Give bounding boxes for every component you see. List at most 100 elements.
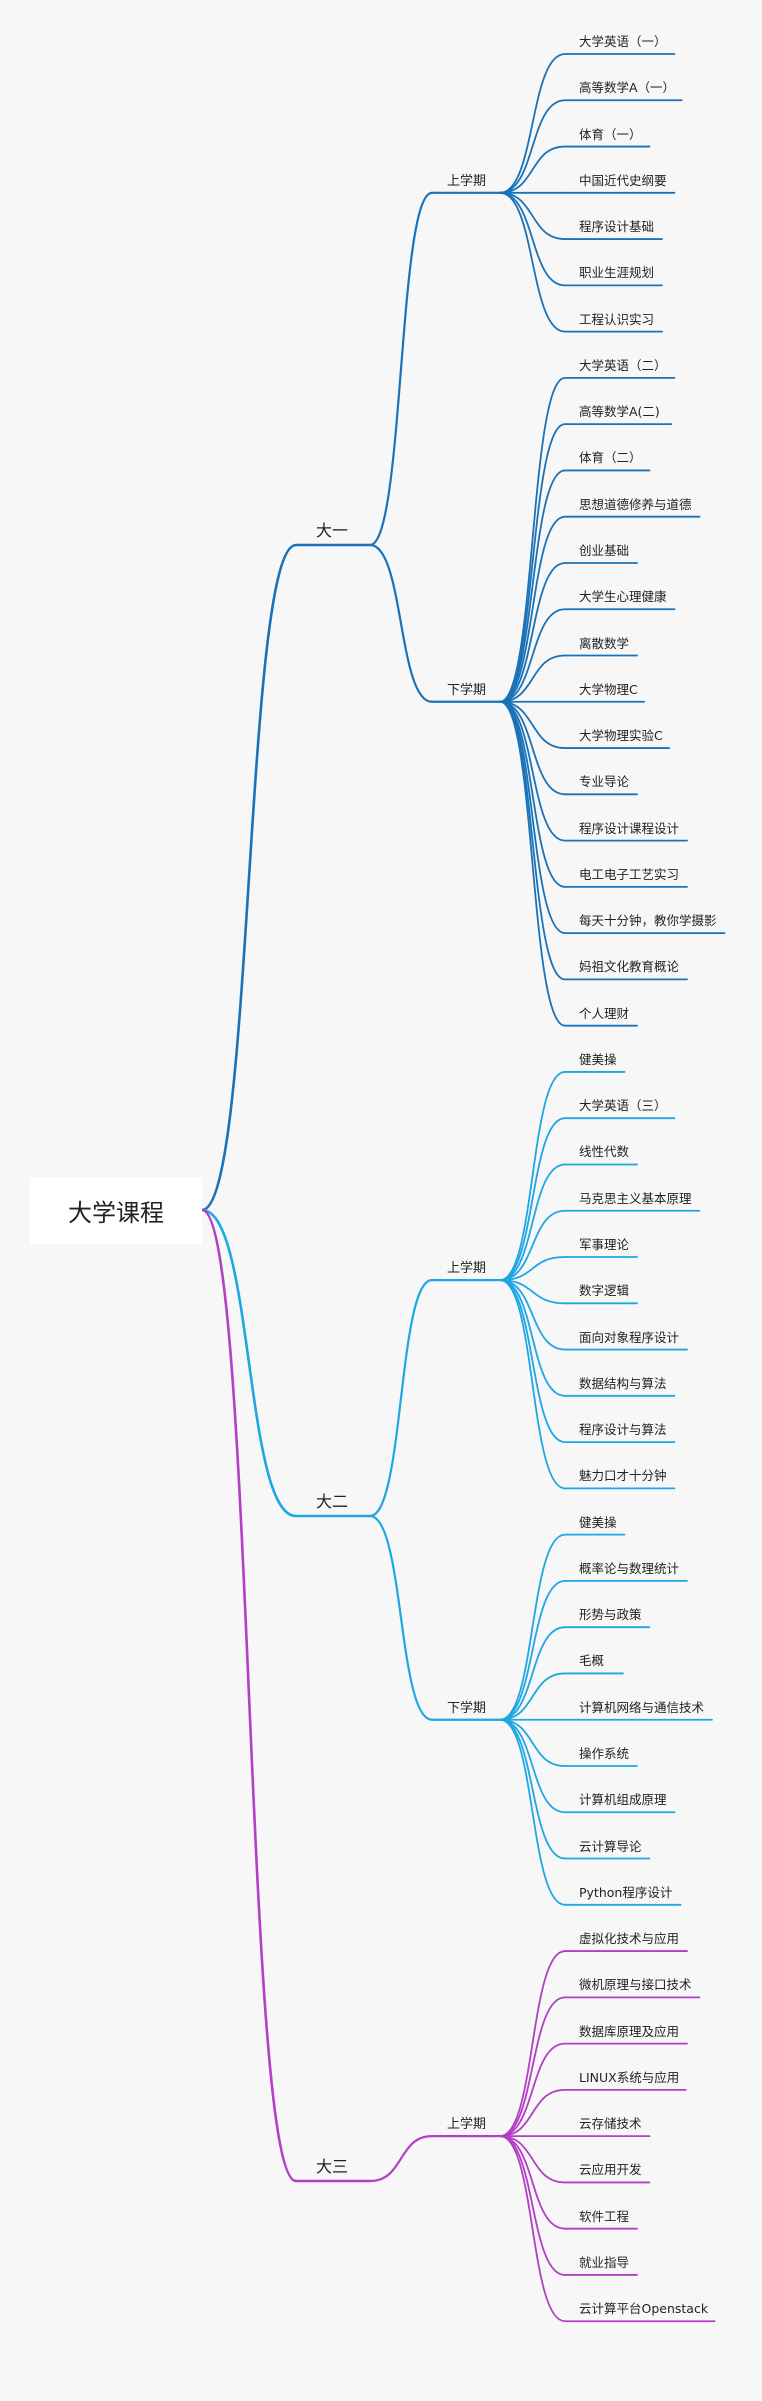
course-node[interactable]: 云计算平台Openstack (579, 2301, 709, 2317)
course-node[interactable]: 思想道德修养与道德 (579, 496, 692, 512)
course-node[interactable]: 计算机组成原理 (579, 1792, 667, 1808)
term-to-course-connector (499, 53, 566, 194)
course-node[interactable]: 计算机网络与通信技术 (579, 1699, 705, 1715)
course-node[interactable]: 程序设计课程设计 (579, 820, 680, 836)
term-to-course-connector (499, 469, 566, 703)
course-node[interactable]: 体育（一） (579, 126, 642, 142)
course-node[interactable]: 电工电子工艺实习 (579, 866, 680, 882)
root-to-year-connector (200, 543, 298, 1212)
term-to-course-connector (499, 1071, 566, 1282)
course-node[interactable]: 形势与政策 (579, 1607, 642, 1623)
term-node[interactable]: 上学期 (447, 2117, 487, 2133)
term-to-course-connector (499, 608, 566, 703)
term-to-course-connector (499, 700, 566, 981)
course-node[interactable]: 创业基础 (579, 542, 630, 558)
term-to-course-connector (499, 1279, 566, 1443)
course-node[interactable]: 高等数学A（一） (579, 80, 676, 96)
course-node[interactable]: 马克思主义基本原理 (579, 1190, 692, 1206)
year-to-term-connector (368, 1514, 434, 1721)
term-to-course-connector (499, 1163, 566, 1282)
term-to-course-connector (499, 1718, 566, 1860)
year-to-term-connector (368, 1279, 434, 1518)
term-to-course-connector (499, 1718, 566, 1767)
term-to-course-connector (499, 1209, 566, 1282)
course-node[interactable]: 就业指导 (579, 2254, 630, 2270)
course-node[interactable]: 数据结构与算法 (579, 1375, 667, 1391)
course-node[interactable]: 虚拟化技术与应用 (579, 1931, 680, 1947)
year-node-2[interactable]: 大二 (316, 1492, 349, 1511)
term-to-course-connector (499, 1626, 566, 1721)
course-node[interactable]: 离散数学 (579, 635, 630, 651)
term-to-course-connector (499, 2135, 566, 2184)
course-node[interactable]: 大学英语（一） (579, 34, 667, 49)
course-node[interactable]: 大学生心理健康 (579, 589, 667, 605)
root-to-year-connector (200, 1208, 298, 1518)
course-node[interactable]: 软件工程 (579, 2208, 630, 2224)
course-node[interactable]: 工程认识实习 (579, 311, 655, 327)
course-node[interactable]: Python程序设计 (579, 1884, 673, 1900)
term-to-course-connector (499, 1718, 566, 1814)
term-to-course-connector (499, 1117, 566, 1282)
course-node[interactable]: 专业导论 (579, 774, 630, 790)
course-node[interactable]: 大学英语（三） (579, 1098, 667, 1114)
course-node[interactable]: 面向对象程序设计 (579, 1329, 680, 1345)
course-node[interactable]: 魅力口才十分钟 (579, 1468, 667, 1484)
course-node[interactable]: 体育（二） (579, 450, 642, 466)
course-node[interactable]: 程序设计基础 (579, 219, 655, 235)
root-node[interactable]: 大学课程 (30, 1177, 202, 1244)
term-to-course-connector (499, 700, 566, 842)
term-to-course-connector (499, 654, 566, 703)
term-node[interactable]: 下学期 (447, 682, 487, 698)
course-node[interactable]: 健美操 (579, 1514, 617, 1530)
course-node[interactable]: 大学英语（二） (579, 357, 667, 373)
course-node[interactable]: 线性代数 (579, 1144, 630, 1160)
course-node[interactable]: 云存储技术 (579, 2116, 642, 2132)
course-node[interactable]: 微机原理与接口技术 (579, 1977, 692, 1993)
course-node[interactable]: 概率论与数理统计 (579, 1560, 680, 1576)
course-node[interactable]: 程序设计与算法 (579, 1422, 667, 1438)
course-node[interactable]: 云计算导论 (579, 1838, 642, 1854)
term-to-course-connector (499, 423, 566, 703)
course-node[interactable]: 高等数学A(二) (579, 404, 660, 420)
course-node[interactable]: 中国近代史纲要 (579, 172, 667, 188)
term-to-course-connector (499, 700, 566, 1027)
term-to-course-connector (499, 1256, 566, 1282)
course-node[interactable]: 职业生涯规划 (579, 265, 655, 281)
year-node-1[interactable]: 大一 (316, 521, 349, 540)
course-node[interactable]: 云应用开发 (579, 2162, 642, 2178)
term-to-course-connector (499, 1672, 566, 1721)
course-node[interactable]: 数字逻辑 (579, 1283, 630, 1299)
course-node[interactable]: 数据库原理及应用 (579, 2023, 680, 2039)
term-to-course-connector (499, 145, 566, 194)
year-node-3[interactable]: 大三 (316, 2157, 349, 2176)
course-node[interactable]: 大学物理实验C (579, 728, 663, 744)
term-to-course-connector (499, 191, 566, 333)
course-node[interactable]: 健美操 (579, 1051, 617, 1067)
term-to-course-connector (499, 2135, 566, 2323)
course-node[interactable]: 妈祖文化教育概论 (579, 959, 680, 975)
term-to-course-connector (499, 700, 566, 796)
course-node[interactable]: 个人理财 (579, 1005, 630, 1021)
term-node[interactable]: 上学期 (447, 173, 487, 189)
term-to-course-connector (499, 700, 566, 888)
term-to-course-connector (499, 1279, 566, 1397)
term-to-course-connector (499, 1580, 566, 1721)
year-to-term-connector (368, 191, 434, 547)
term-to-course-connector (499, 562, 566, 703)
course-node[interactable]: 大学物理C (579, 681, 638, 697)
root-label: 大学课程 (68, 1199, 164, 1227)
course-node[interactable]: 每天十分钟，教你学摄影 (579, 913, 717, 929)
course-node[interactable]: LINUX系统与应用 (579, 2069, 680, 2085)
term-node[interactable]: 下学期 (447, 1700, 487, 1716)
term-to-course-connector (499, 700, 566, 749)
term-to-course-connector (499, 1279, 566, 1490)
course-node[interactable]: 操作系统 (579, 1745, 630, 1761)
course-node[interactable]: 军事理论 (579, 1237, 630, 1253)
year-to-term-connector (368, 543, 434, 703)
course-node[interactable]: 毛概 (579, 1653, 605, 1669)
term-to-course-connector (499, 1718, 566, 1906)
term-to-course-connector (499, 376, 566, 703)
term-to-course-connector (499, 1279, 566, 1351)
term-node[interactable]: 上学期 (447, 1261, 487, 1277)
